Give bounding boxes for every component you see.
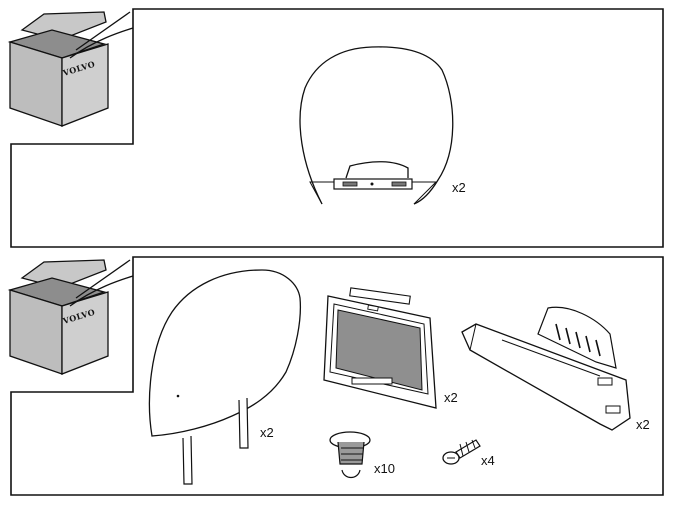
qty-headrest: x2 bbox=[260, 425, 274, 440]
qty-display-bracket: x2 bbox=[636, 417, 650, 432]
qty-display-screen: x2 bbox=[444, 390, 458, 405]
volvo-box-icon: VOLVO bbox=[7, 11, 134, 127]
expanding-clip-drawing bbox=[329, 431, 371, 479]
bottom-panel-frame bbox=[10, 256, 664, 496]
headrest-cover-drawing bbox=[299, 46, 454, 205]
volvo-box-icon-2: VOLVO bbox=[7, 259, 134, 375]
qty-screw: x4 bbox=[481, 453, 495, 468]
qty-expanding-clip: x10 bbox=[374, 461, 395, 476]
screw-drawing bbox=[442, 439, 481, 465]
display-bracket-drawing bbox=[461, 306, 631, 431]
headrest-drawing bbox=[148, 269, 302, 485]
display-screen-drawing bbox=[323, 287, 437, 409]
top-panel-frame bbox=[10, 8, 664, 248]
qty-headrest-cover: x2 bbox=[452, 180, 466, 195]
